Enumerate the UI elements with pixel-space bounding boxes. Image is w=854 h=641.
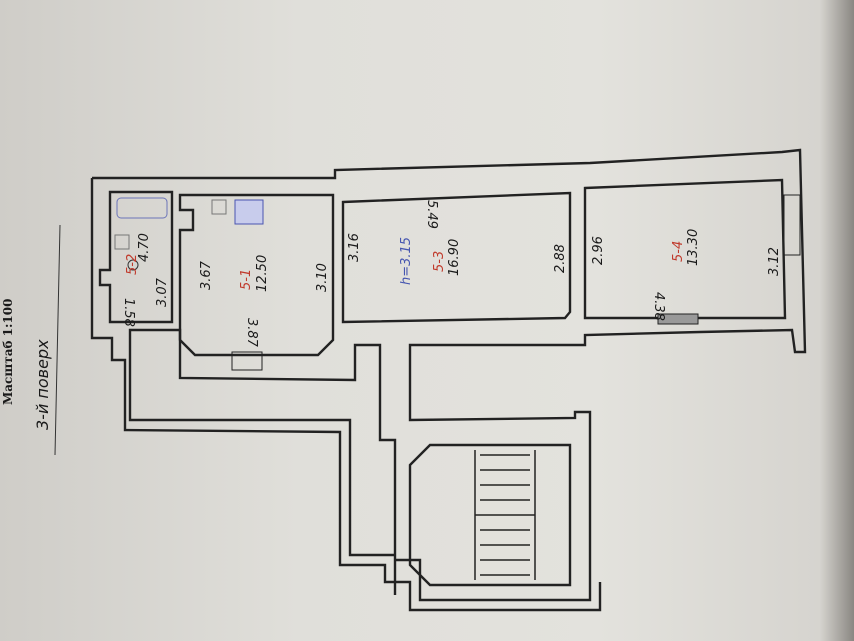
sink-icon — [211, 199, 227, 215]
dimension: 3.07 — [155, 277, 170, 307]
window-icon — [231, 351, 263, 371]
room-number: 5-2 — [125, 254, 140, 275]
room-area: 13.30 — [686, 229, 701, 266]
stairs-icon — [474, 450, 536, 580]
dimension: 2.88 — [553, 244, 568, 273]
dimension: 4.38 — [651, 292, 666, 321]
toilet-icon — [127, 259, 139, 271]
room-number: 5-4 — [671, 241, 686, 262]
room-5-3 — [341, 191, 572, 324]
floor-label: 3-й поверх — [33, 339, 52, 430]
underline — [54, 224, 61, 456]
outer-wall-left — [90, 178, 602, 612]
outer-wall — [92, 148, 807, 602]
dimension: 3.12 — [767, 247, 782, 276]
ceiling-height: h=3.15 — [399, 237, 414, 285]
room-5-4 — [583, 178, 787, 320]
room-number: 5-3 — [432, 251, 447, 272]
room-area: 16.90 — [447, 239, 462, 276]
room-area: 4.70 — [137, 233, 152, 262]
dimension: 1.58 — [121, 298, 136, 327]
dimension: 2.96 — [591, 236, 606, 265]
scale-label: Масштаб 1:100 — [1, 299, 15, 405]
room-5-1 — [178, 193, 335, 357]
room-area: 12.50 — [255, 255, 270, 292]
dimension: 5.49 — [424, 200, 439, 229]
dimension: 3.16 — [347, 233, 362, 262]
dimension: 3.87 — [244, 318, 259, 348]
bathtub-icon — [116, 197, 168, 219]
dimension: 3.10 — [315, 263, 330, 292]
window-icon — [783, 194, 801, 256]
dimension: 3.67 — [199, 260, 214, 290]
sink-icon — [114, 234, 130, 250]
room-5-2 — [98, 190, 174, 324]
stove-icon — [234, 199, 264, 225]
stairwell — [408, 443, 572, 587]
chimney-hatch — [657, 313, 699, 325]
room-number: 5-1 — [239, 269, 254, 290]
